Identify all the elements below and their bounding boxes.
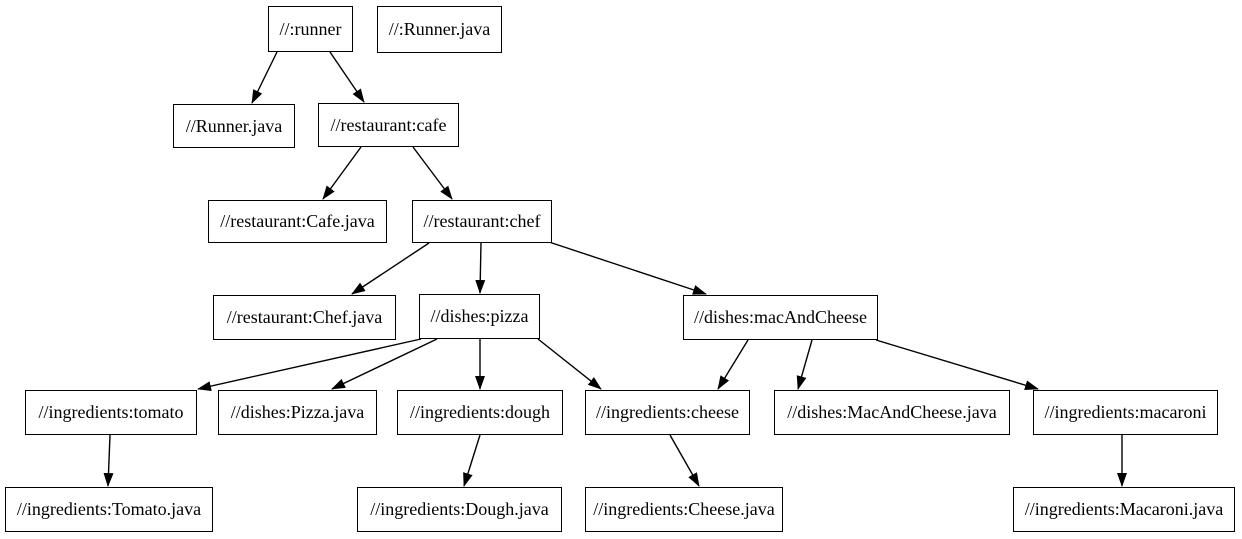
edge-cafe-to-chef	[412, 146, 453, 200]
edge-chef-to-chef_java	[351, 242, 430, 295]
edge-mac-to-mac_java	[796, 339, 813, 390]
node-macaroni: //ingredients:macaroni	[1033, 390, 1218, 435]
edge-chef-to-mac	[548, 241, 707, 295]
edge-dough-to-dough_java	[463, 434, 481, 487]
node-runner: //:runner	[268, 6, 353, 52]
edge-chef-to-pizza	[475, 242, 486, 294]
node-runner-java: //Runner.java	[173, 104, 295, 148]
node-cafe: //restaurant:cafe	[318, 103, 459, 147]
node-mac-and-cheese-java: //dishes:MacAndCheese.java	[774, 390, 1010, 435]
edge-pizza-to-cheese	[537, 338, 602, 390]
node-pizza-java: //dishes:Pizza.java	[218, 390, 377, 435]
edge-cafe-to-cafe_java	[322, 146, 362, 200]
node-mac-and-cheese: //dishes:macAndCheese	[683, 295, 878, 340]
edge-pizza-to-pizza_java	[331, 338, 438, 390]
edge-pizza-to-tomato	[197, 338, 422, 392]
node-tomato: //ingredients:tomato	[25, 390, 197, 435]
edge-tomato-to-tomato_java	[103, 434, 114, 487]
node-chef-java: //restaurant:Chef.java	[213, 295, 396, 340]
node-runner-java-root: //:Runner.java	[377, 6, 502, 53]
edges-group	[103, 51, 1127, 487]
node-cafe-java: //restaurant:Cafe.java	[208, 200, 387, 243]
node-macaroni-java: //ingredients:Macaroni.java	[1013, 487, 1235, 532]
node-chef: //restaurant:chef	[412, 200, 552, 243]
node-dough-java: //ingredients:Dough.java	[357, 487, 562, 532]
edge-mac-to-cheese	[717, 339, 749, 390]
node-pizza: //dishes:pizza	[419, 294, 540, 339]
edge-cheese-to-cheese_java	[669, 434, 700, 487]
node-cheese-java: //ingredients:Cheese.java	[585, 487, 783, 532]
edge-runner-to-cafe	[329, 51, 365, 103]
node-dough: //ingredients:dough	[397, 390, 563, 435]
edge-mac-to-macaroni	[875, 339, 1039, 391]
node-tomato-java: //ingredients:Tomato.java	[5, 487, 213, 532]
node-cheese: //ingredients:cheese	[585, 390, 750, 435]
edge-runner-to-runner_java	[251, 51, 278, 104]
